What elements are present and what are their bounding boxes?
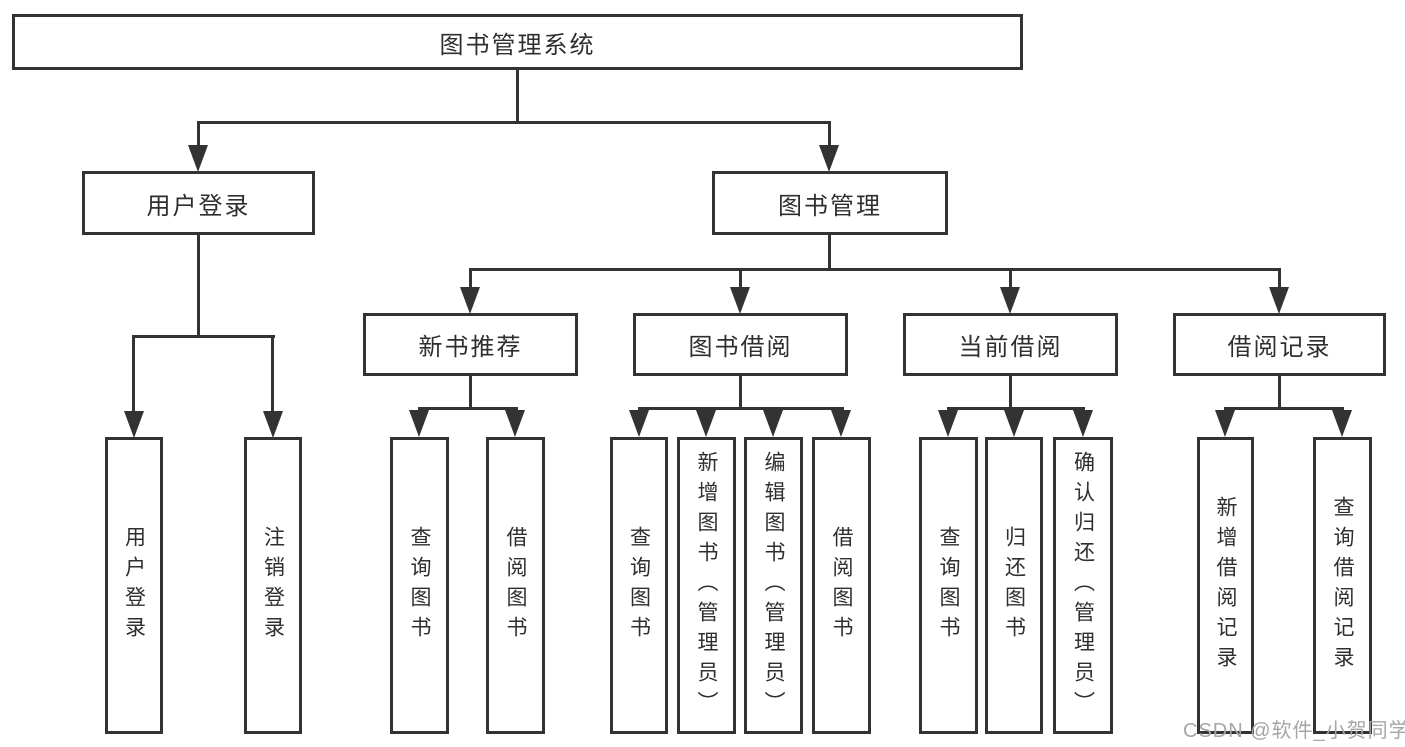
arrowhead-borrowing-query-books — [629, 410, 649, 437]
connector-current-stub — [1009, 375, 1012, 409]
node-book-borrowing: 图书借阅 — [633, 313, 848, 376]
node-label: 注销登录 — [261, 525, 285, 646]
connector-drop-user-login — [197, 121, 200, 147]
node-label: 新增图书（管理员） — [695, 450, 718, 721]
node-leaf-current-query-books: 查询图书 — [919, 437, 978, 734]
arrowhead-recommend-query-books — [409, 410, 429, 437]
node-current-borrowing: 当前借阅 — [903, 313, 1118, 376]
node-leaf-current-return-books: 归还图书 — [985, 437, 1043, 734]
node-label: 编辑图书（管理员） — [762, 450, 785, 721]
connector-drop-leaf-user-login — [132, 337, 135, 413]
node-label: 归还图书 — [1002, 525, 1026, 646]
arrowhead-recommend-borrow-books — [505, 410, 525, 437]
node-label: 借阅图书 — [504, 525, 527, 646]
node-label: 查询图书 — [937, 525, 960, 646]
node-leaf-records-add-record: 新增借阅记录 — [1197, 437, 1254, 734]
node-label: 确认归还（管理员） — [1071, 450, 1095, 721]
arrowhead-records-query-record — [1332, 410, 1352, 437]
node-user-login: 用户登录 — [82, 171, 315, 235]
node-label: 新增借阅记录 — [1214, 495, 1237, 676]
node-label: 用户登录 — [146, 192, 251, 220]
connector-records-horizontal — [1224, 407, 1344, 410]
arrowhead-borrowing-edit-books — [763, 410, 783, 437]
node-leaf-borrowing-query-books: 查询图书 — [610, 437, 668, 734]
arrowhead-records-add-record — [1215, 410, 1235, 437]
arrowhead-borrowing-records — [1269, 287, 1289, 314]
node-label: 图书借阅 — [688, 334, 793, 361]
arrowhead-current-return-books — [1004, 410, 1024, 437]
arrowhead-current-confirm-return — [1073, 410, 1093, 437]
connector-current-horizontal — [947, 407, 1085, 410]
node-leaf-borrowing-add-books-admin: 新增图书（管理员） — [677, 437, 736, 734]
arrowhead-new-book-recommend — [460, 287, 480, 314]
node-book-management: 图书管理 — [712, 171, 948, 235]
connector-records-stub — [1278, 375, 1281, 409]
connector-root-stub — [516, 69, 519, 123]
arrowhead-borrowing-borrow-books — [831, 410, 851, 437]
node-leaf-recommend-borrow-books: 借阅图书 — [486, 437, 545, 734]
arrowhead-leaf-logout — [263, 411, 283, 438]
connector-user-login-stub — [197, 234, 200, 337]
node-leaf-logout: 注销登录 — [244, 437, 302, 734]
csdn-watermark: CSDN @软件_小贺同学 — [1183, 720, 1405, 742]
node-new-book-recommend: 新书推荐 — [363, 313, 578, 376]
node-leaf-current-confirm-return-admin: 确认归还（管理员） — [1053, 437, 1113, 734]
node-root-library-management-system: 图书管理系统 — [12, 14, 1023, 70]
node-label: 新书推荐 — [418, 334, 523, 361]
node-label: 查询图书 — [627, 525, 651, 646]
connector-borrowing-horizontal — [638, 407, 844, 410]
arrowhead-leaf-user-login — [124, 411, 144, 438]
connector-drop-borrowing-records — [1278, 270, 1281, 288]
connector-user-login-horizontal — [132, 335, 275, 338]
node-borrowing-records: 借阅记录 — [1173, 313, 1386, 376]
arrowhead-book-borrowing — [730, 287, 750, 314]
connector-drop-current-borrowing — [1009, 270, 1012, 288]
node-leaf-user-login: 用户登录 — [105, 437, 163, 734]
node-leaf-borrowing-borrow-books: 借阅图书 — [812, 437, 871, 734]
arrowhead-current-borrowing — [1000, 287, 1020, 314]
node-leaf-borrowing-edit-books-admin: 编辑图书（管理员） — [744, 437, 803, 734]
node-label: 图书管理系统 — [439, 31, 596, 59]
connector-recommend-horizontal — [418, 407, 518, 410]
node-label: 查询借阅记录 — [1331, 495, 1354, 676]
node-leaf-recommend-query-books: 查询图书 — [390, 437, 449, 734]
connector-level2-horizontal — [197, 121, 831, 124]
node-label: 查询图书 — [408, 525, 431, 646]
connector-borrowing-stub — [739, 375, 742, 409]
arrowhead-current-query-books — [938, 410, 958, 437]
node-label: 当前借阅 — [958, 334, 1063, 361]
arrowhead-book-management — [819, 145, 839, 172]
connector-drop-book-management — [828, 121, 831, 147]
arrowhead-borrowing-add-books — [696, 410, 716, 437]
connector-level3-horizontal — [469, 268, 1281, 271]
node-label: 用户登录 — [122, 525, 146, 646]
node-label: 借阅记录 — [1227, 334, 1332, 361]
connector-drop-leaf-logout — [271, 337, 274, 413]
node-label: 借阅图书 — [830, 525, 853, 646]
connector-drop-new-book-recommend — [469, 270, 472, 288]
arrowhead-user-login — [188, 145, 208, 172]
connector-recommend-stub — [469, 375, 472, 409]
node-label: 图书管理 — [778, 192, 882, 220]
connector-book-management-stub — [828, 234, 831, 271]
connector-drop-book-borrowing — [739, 270, 742, 288]
node-leaf-records-query-record: 查询借阅记录 — [1313, 437, 1372, 734]
